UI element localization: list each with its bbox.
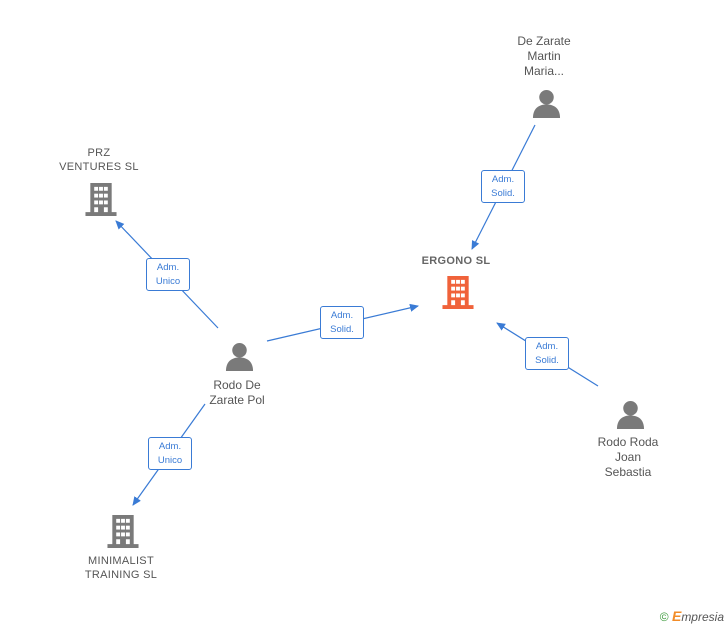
node-label-rodo-roda-joan-sebastia[interactable]: Rodo Roda Joan Sebastia xyxy=(597,435,659,479)
building-icon[interactable] xyxy=(107,515,139,548)
node-label-de-zarate-martin-maria[interactable]: De Zarate Martin Maria... xyxy=(517,34,571,78)
edge-badge-adm-solid[interactable]: Adm. Solid. xyxy=(525,337,569,370)
person-icon[interactable] xyxy=(532,89,561,118)
edge-badge-adm-solid[interactable]: Adm. Solid. xyxy=(320,306,364,339)
edge-badge-adm-unico[interactable]: Adm. Unico xyxy=(146,258,190,291)
person-icon[interactable] xyxy=(616,400,645,429)
node-label-prz-ventures[interactable]: PRZ VENTURES SL xyxy=(59,147,139,173)
brand-logo[interactable]: Empresia xyxy=(671,608,724,624)
node-label-rodo-de-zarate-pol[interactable]: Rodo De Zarate Pol xyxy=(209,378,265,407)
building-icon[interactable] xyxy=(85,183,117,216)
edge-badge-adm-unico[interactable]: Adm. Unico xyxy=(148,437,192,470)
person-icon[interactable] xyxy=(225,342,254,371)
copyright-symbol: © xyxy=(659,610,669,624)
building-icon[interactable] xyxy=(442,276,474,309)
edge-badge-adm-solid[interactable]: Adm. Solid. xyxy=(481,170,525,203)
footer-brand: © Empresia xyxy=(660,608,724,624)
node-label-ergono[interactable]: ERGONO SL xyxy=(421,255,491,267)
node-label-minimalist-training[interactable]: MINIMALIST TRAINING SL xyxy=(84,555,158,581)
